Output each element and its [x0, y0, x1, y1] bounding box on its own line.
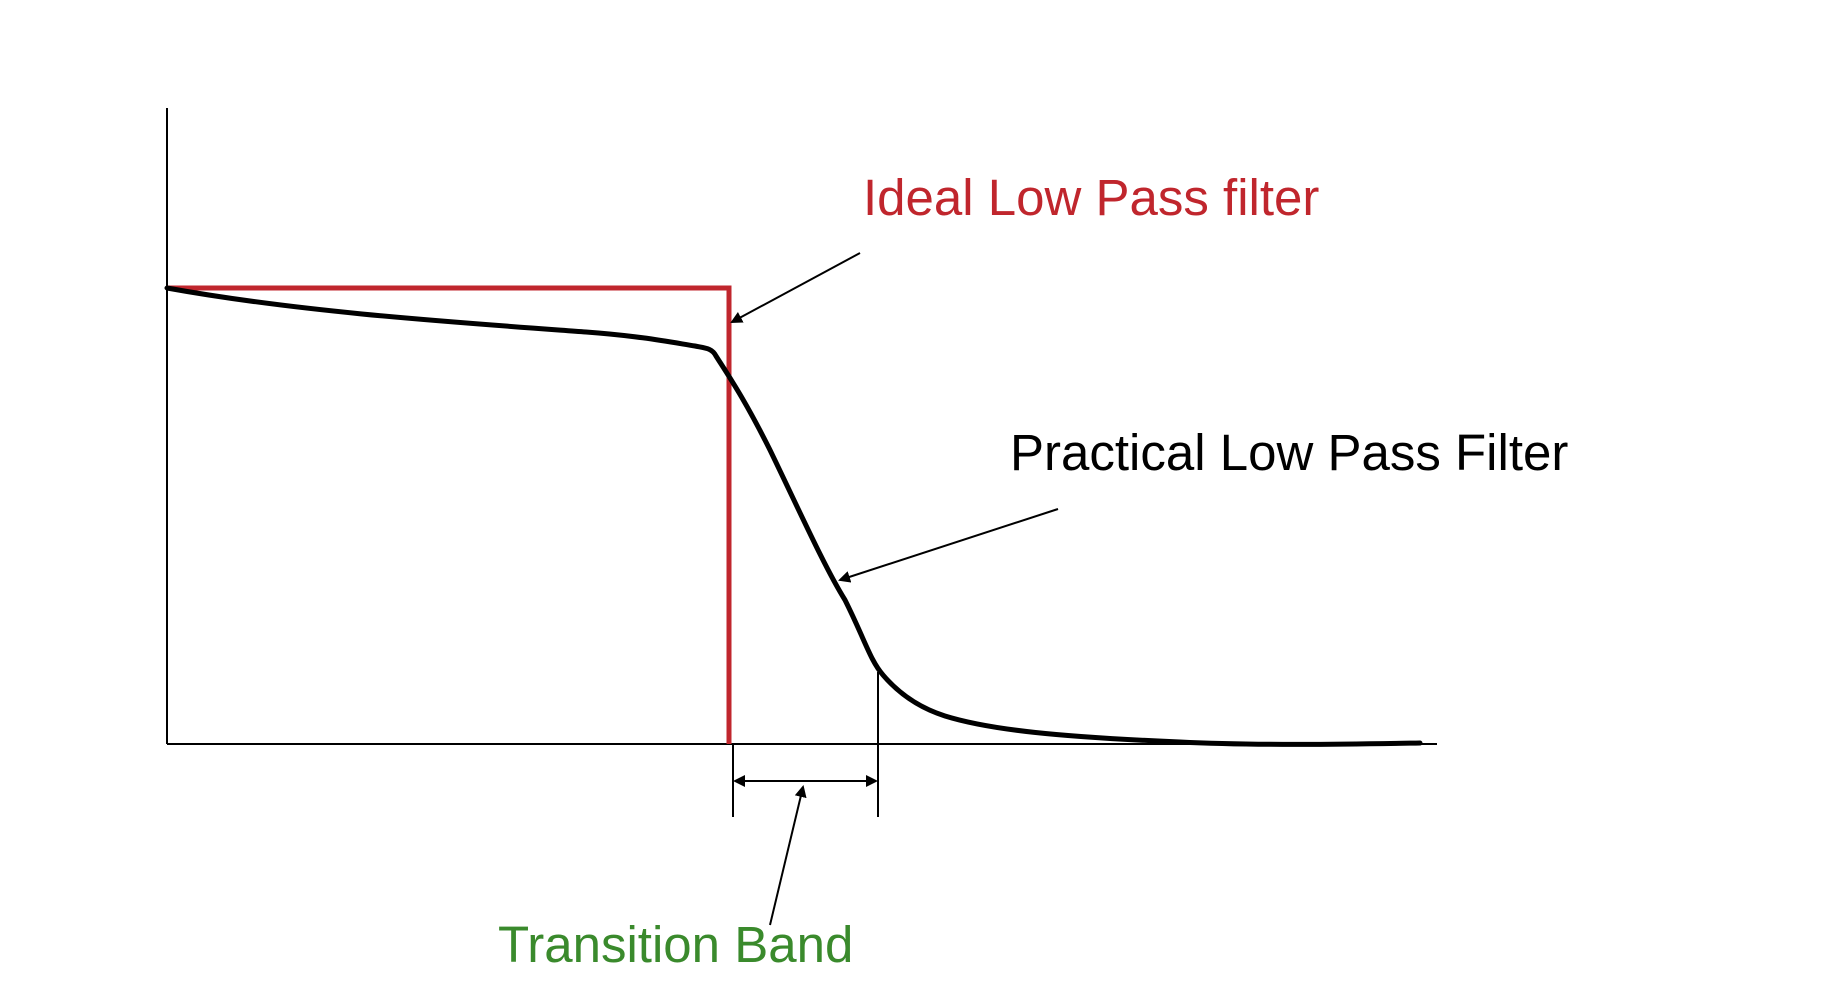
- ideal-filter-curve: [167, 285, 732, 744]
- ideal-pointer-arrow: [730, 252, 861, 323]
- practical-filter-curve: [164, 285, 1423, 747]
- practical-pointer-arrow: [838, 508, 1059, 583]
- ideal-filter-label: Ideal Low Pass filter: [863, 169, 1319, 226]
- practical-filter-label: Practical Low Pass Filter: [1010, 424, 1568, 481]
- transition-band-label: Transition Band: [498, 916, 853, 973]
- transition-pointer-arrow: [769, 785, 807, 926]
